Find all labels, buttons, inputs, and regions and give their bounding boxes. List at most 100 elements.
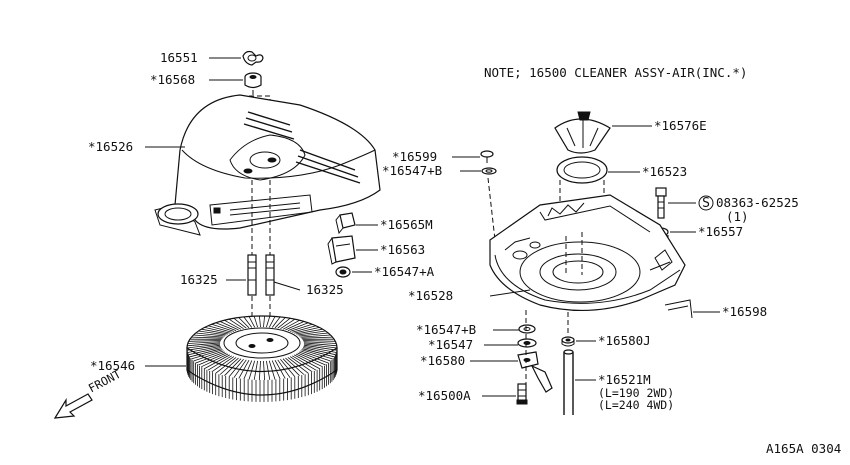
pleat-line	[259, 315, 261, 328]
washer-16547B-lower	[518, 324, 536, 334]
bolt-16500A	[516, 383, 528, 405]
pleat-line	[266, 316, 271, 328]
pleat-line	[287, 357, 309, 374]
washer-16547-lower	[517, 338, 537, 348]
pleat-line	[289, 356, 313, 373]
label-16547B-upper: *16547+B	[382, 163, 443, 178]
pleat-line	[233, 359, 247, 378]
pleat-line	[277, 317, 291, 329]
pleat-line	[193, 350, 224, 362]
pleat-line	[280, 318, 296, 330]
pleat-line	[228, 318, 244, 330]
housing-base-16528	[489, 194, 686, 312]
washer-16547B-upper	[481, 167, 497, 175]
s-symbol-icon	[698, 195, 714, 211]
label-bolt-qty: (1)	[726, 209, 749, 224]
pleat-line	[303, 340, 336, 342]
bracket-16565M	[335, 212, 356, 235]
pleat-line	[207, 325, 232, 333]
pleat-line	[303, 344, 337, 351]
pleat-line	[238, 360, 250, 379]
label-length-2wd: (L=190 2WD)	[598, 386, 675, 400]
label-16547B-lower: *16547+B	[416, 322, 477, 337]
label-16528: *16528	[408, 288, 454, 303]
clip-16598	[664, 299, 693, 319]
label-16599: *16599	[392, 149, 438, 164]
pleat-line	[268, 316, 276, 328]
label-16523: *16523	[642, 164, 688, 179]
pleat-line	[201, 353, 229, 368]
pleat-line	[297, 352, 326, 366]
pleat-line	[271, 360, 281, 380]
pleat-line	[274, 317, 286, 329]
pleat-line	[282, 319, 300, 330]
pleat-line	[186, 343, 221, 349]
label-length-4wd: (L=240 4WD)	[598, 398, 675, 412]
pleat-line	[198, 330, 227, 336]
label-16565M: *16565M	[380, 217, 433, 232]
pleat-line	[228, 359, 244, 378]
clip-16563	[327, 235, 356, 265]
label-16521M: *16521M	[598, 372, 651, 387]
cover-16526	[154, 94, 381, 236]
label-16551: 16551	[160, 50, 198, 65]
label-16598: *16598	[722, 304, 768, 319]
pleat-line	[289, 323, 313, 332]
pleat-line	[195, 351, 226, 364]
pleat-line	[248, 360, 256, 380]
pleat-line	[263, 360, 265, 381]
pleat-line	[211, 356, 235, 373]
pleat-line	[198, 352, 227, 366]
screen-16576E	[554, 111, 611, 154]
pleat-line	[204, 327, 230, 334]
pleat-line	[201, 328, 229, 335]
pleat-line	[282, 358, 300, 376]
label-16547A: *16547+A	[374, 264, 435, 279]
pleat-line	[295, 328, 323, 335]
pleat-line	[294, 327, 320, 334]
pleat-line	[298, 351, 329, 364]
tube-16521M	[563, 349, 574, 415]
pleat-line	[297, 330, 326, 336]
pleat-line	[303, 343, 338, 349]
pleat-line	[303, 346, 337, 353]
pleat-line	[187, 342, 221, 347]
label-bolt: 08363-62525	[716, 195, 799, 210]
pleat-line	[277, 359, 291, 378]
washer-16547A	[335, 266, 351, 278]
pleat-line	[287, 322, 309, 331]
pleat-line	[187, 344, 221, 351]
studs-16325	[247, 254, 275, 296]
label-16547-lower: *16547	[428, 337, 474, 352]
label-16580J: *16580J	[598, 333, 651, 348]
pleat-line	[253, 360, 258, 380]
pleat-line	[191, 336, 223, 339]
pleat-line	[243, 316, 253, 328]
pleat-line	[285, 357, 305, 375]
pleat-line	[268, 360, 276, 380]
pleat-line	[259, 360, 261, 381]
pleat-line	[295, 353, 323, 368]
label-16325-right: 16325	[306, 282, 344, 297]
gasket-16523	[556, 156, 608, 184]
label-16557: *16557	[698, 224, 744, 239]
pleat-line	[219, 321, 239, 331]
pleat-line	[303, 341, 337, 344]
filter-pleats	[186, 315, 338, 402]
pleat-line	[238, 317, 250, 329]
pleat-line	[211, 323, 235, 332]
grommet-16580J	[561, 336, 575, 347]
label-16546: *16546	[90, 358, 136, 373]
label-16568: *16568	[150, 72, 196, 87]
pleat-line	[291, 355, 317, 371]
pleat-line	[248, 316, 256, 328]
label-16526: *16526	[88, 139, 134, 154]
pleat-line	[301, 336, 333, 339]
screw-16599	[480, 150, 494, 163]
label-16576E: *16576E	[654, 118, 707, 133]
pleat-line	[301, 349, 333, 360]
pleat-line	[299, 332, 329, 337]
wing-nut-16551	[242, 50, 264, 66]
